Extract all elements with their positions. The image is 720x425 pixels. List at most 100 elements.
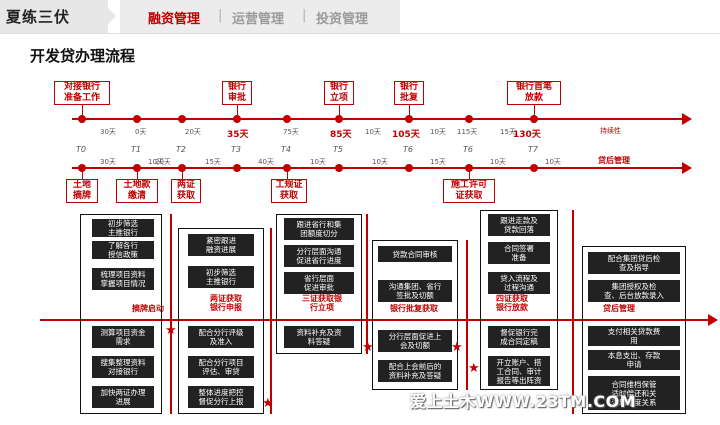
- brand-panel: 夏练三伏: [0, 0, 108, 33]
- task-box: 贷入流程及 过程沟通: [488, 272, 550, 294]
- gap-label: 40天: [258, 158, 274, 166]
- nav-investment[interactable]: 投资管理: [316, 12, 369, 27]
- nav-separator: |: [218, 8, 223, 23]
- page-title: 开发贷办理流程: [30, 47, 136, 65]
- task-box: 配合分行项目 评估、审贷: [188, 356, 254, 378]
- gap-label: 20天: [185, 128, 201, 136]
- post-loan-label: 贷后管理: [598, 156, 630, 165]
- nav-panel: [120, 0, 400, 33]
- task-box: 跟进省行和集 团额度切分: [284, 218, 354, 240]
- task-box: 配合分行评级 及准入: [188, 326, 254, 348]
- task-frame: [276, 214, 362, 354]
- task-box: 支付相关贷款费 用: [588, 326, 680, 346]
- timeline-top-line: [72, 118, 684, 120]
- connector-line: [270, 228, 272, 414]
- connector-line: [170, 214, 172, 414]
- timeline-node: [133, 164, 141, 172]
- timeline-node: [405, 164, 413, 172]
- task-box: 沟通集团、省行 签批及切额: [378, 280, 452, 302]
- timeline-node: [283, 115, 291, 123]
- milestone-connector: [182, 171, 183, 179]
- nav-financing[interactable]: 融资管理: [148, 12, 201, 27]
- milestone-connector: [82, 105, 83, 116]
- phase-label: 三证获取银 行立项: [302, 294, 342, 312]
- task-box: 配合上会前后的 资料补充及答疑: [378, 360, 452, 382]
- t-label: T3: [231, 145, 241, 154]
- task-box: 加快两证办理 进展: [92, 386, 154, 408]
- gap-label: 10天: [372, 158, 388, 166]
- task-frame: [178, 228, 264, 414]
- task-box: 配合集团贷后检 查及指导: [588, 252, 680, 274]
- task-box: 分行层面促进上 会及切额: [378, 330, 452, 352]
- task-frame: [372, 240, 458, 390]
- gap-label: 115天: [457, 128, 478, 136]
- phase-label: 两证获取 银行申报: [210, 294, 242, 312]
- task-box: 紧密跟进 融资进展: [188, 234, 254, 256]
- milestone-planning-permit: 工规证 获取: [271, 179, 307, 203]
- gap-label: 10天: [545, 158, 561, 166]
- task-box: 资料补充及资 料答疑: [284, 326, 354, 348]
- connector-line: [366, 214, 368, 354]
- task-box: 跟进走款及 贷款回落: [488, 214, 550, 236]
- task-frame: [582, 246, 686, 414]
- gap-label: 15天: [205, 158, 221, 166]
- task-frame: [80, 214, 162, 414]
- timeline-node: [530, 164, 538, 172]
- t-label: T5: [333, 145, 343, 154]
- task-frame: [480, 210, 558, 390]
- gap-label: 10天: [310, 158, 326, 166]
- milestone-bank-reply: 银行 批复: [394, 81, 424, 105]
- brand-chevron: [100, 0, 116, 33]
- milestone-connector: [82, 171, 83, 179]
- gap-label: 0天: [135, 128, 147, 136]
- task-box: 初步筛选 主推银行: [188, 266, 254, 288]
- task-box: 开立账户、搭 工合同、审计 报告等出阵资: [488, 356, 550, 386]
- task-box: 梳理项目资料 掌握项目情况: [92, 268, 154, 290]
- connector-line: [572, 210, 574, 414]
- timeline-node: [78, 164, 86, 172]
- task-box: 初步筛选 主推银行: [92, 219, 154, 237]
- task-box: 整体进度把控 督促分行上报: [188, 386, 254, 408]
- arrow-right-icon: [682, 162, 692, 174]
- connector-line: [466, 240, 468, 390]
- task-box: 合同维档保管 适时偿还和关 注思维度关系: [588, 376, 680, 410]
- task-box: 督促银行完 成合同定稿: [488, 326, 550, 348]
- day-mark: 105天: [392, 130, 420, 140]
- gap-label: 75天: [283, 128, 299, 136]
- t-label: T4: [281, 145, 291, 154]
- phase-label: 银行批复获取: [390, 304, 438, 313]
- gap-label: 15天: [500, 128, 516, 136]
- gap-label: 30天: [100, 128, 116, 136]
- task-box: 省行层面 促进审批: [284, 272, 354, 294]
- timeline-node: [465, 115, 473, 123]
- timeline-node: [335, 164, 343, 172]
- timeline-node: [233, 115, 241, 123]
- milestone-construction-permit: 施工许可 证获取: [443, 179, 495, 203]
- arrow-right-icon: [682, 113, 692, 125]
- continuous-label: 持续性: [600, 127, 621, 135]
- gap-label: 10天: [365, 128, 381, 136]
- gap-label: 10天: [430, 128, 446, 136]
- star-icon: ★: [468, 361, 480, 376]
- t-label: T2: [176, 145, 186, 154]
- gap-label: 10天: [490, 158, 506, 166]
- task-box: 贷款合同审核: [378, 246, 452, 262]
- milestone-connector: [137, 171, 138, 179]
- phase-line: [40, 319, 712, 321]
- timeline-node: [530, 115, 538, 123]
- gap-label: 30天: [100, 158, 116, 166]
- header-bar: 夏练三伏 融资管理 | 运营管理 | 投资管理: [0, 0, 720, 33]
- task-box: 分行层面沟通 促进省行进度: [284, 245, 354, 267]
- gap-label: 15天: [430, 158, 446, 166]
- day-mark: 35天: [227, 130, 249, 140]
- milestone-bank-review: 银行 审批: [222, 81, 252, 105]
- watermark: 爱上土木WWW.23TM.COM: [410, 392, 637, 411]
- milestone-connector: [469, 171, 470, 179]
- timeline-node: [283, 164, 291, 172]
- timeline-bottom-line: [72, 167, 684, 169]
- task-box: 搜集整理资料 对接银行: [92, 356, 154, 378]
- nav-operations[interactable]: 运营管理: [232, 12, 285, 27]
- t-label: T6: [463, 145, 473, 154]
- phase-label: 四证获取 银行放款: [496, 294, 528, 312]
- milestone-bank-approval-project: 银行 立项: [324, 81, 354, 105]
